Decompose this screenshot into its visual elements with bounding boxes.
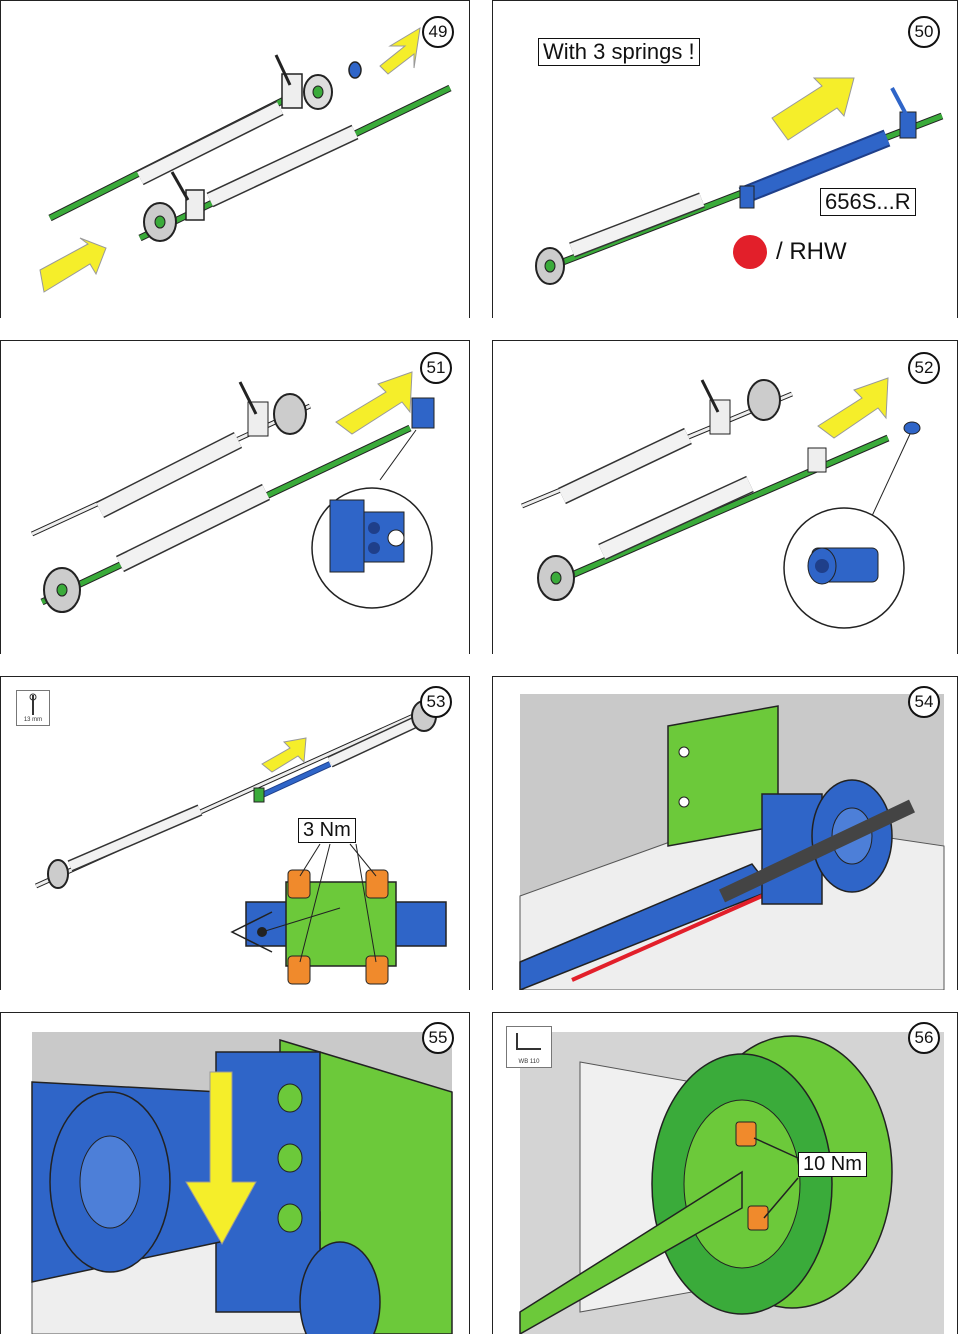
step-panel-50: With 3 springs ! 656S...R / RHW 50 [492,0,958,318]
step-panel-53: 13 mm 3 Nm 53 [0,676,470,990]
step-number: 51 [420,352,452,384]
drum-mount-illustration [519,694,945,990]
step-number: 49 [422,16,454,48]
bolt-icon [747,1205,769,1231]
tool-name-label: WB 110 [518,1059,540,1065]
bolt-icon [365,955,389,985]
tool-size-label: 13 mm [23,717,43,723]
panel-frame [0,340,470,654]
arrow-icon [39,237,107,293]
step-number: 53 [420,686,452,718]
step-panel-56: WB 110 10 Nm 56 [492,1012,958,1334]
panel-frame [492,0,958,318]
panel-frame [492,1012,958,1334]
part-code-label: 656S...R [820,188,916,216]
step-panel-54: 54 [492,676,958,990]
drum-mount-illustration [519,1032,944,1334]
panel-frame [0,0,470,318]
step-number: 55 [422,1022,454,1054]
tool-icon: WB 110 [506,1026,552,1068]
arrow-icon [817,377,889,439]
bracket-icon [329,499,365,573]
spring-assembly-illustration [521,377,921,629]
step-panel-55: 55 [0,1012,470,1334]
eye-icon [230,911,273,953]
arrow-icon [335,371,413,435]
arrow-icon [771,77,855,141]
note-label: With 3 springs ! [538,38,700,66]
step-panel-52: 52 [492,340,958,654]
panel-frame [0,1012,470,1334]
arrow-icon [379,27,421,75]
wrench-tool-icon: 13 mm [16,690,50,726]
color-code-text: / RHW [776,238,847,265]
arrow-icon [261,737,307,773]
bolt-icon [287,955,311,985]
spring-assembly-illustration [535,77,944,285]
step-number: 52 [908,352,940,384]
step-number: 54 [908,686,940,718]
step-panel-49: 49 [0,0,470,318]
drum-mount-illustration [31,1032,453,1334]
panel-frame [492,676,958,990]
spring-assembly-illustration [39,27,452,293]
bolt-icon [735,1121,757,1147]
step-number: 50 [908,16,940,48]
spring-assembly-illustration [30,371,435,613]
bolt-icon [365,869,389,899]
panel-frame [492,340,958,654]
panel-frame [0,676,470,990]
color-marker-icon [733,235,767,269]
arrow-icon [185,1071,257,1246]
torque-label: 10 Nm [798,1152,867,1177]
spring-assembly-illustration [34,700,447,985]
step-number: 56 [908,1022,940,1054]
step-panel-51: 51 [0,340,470,654]
bolt-icon [287,869,311,899]
torque-label: 3 Nm [298,818,356,843]
